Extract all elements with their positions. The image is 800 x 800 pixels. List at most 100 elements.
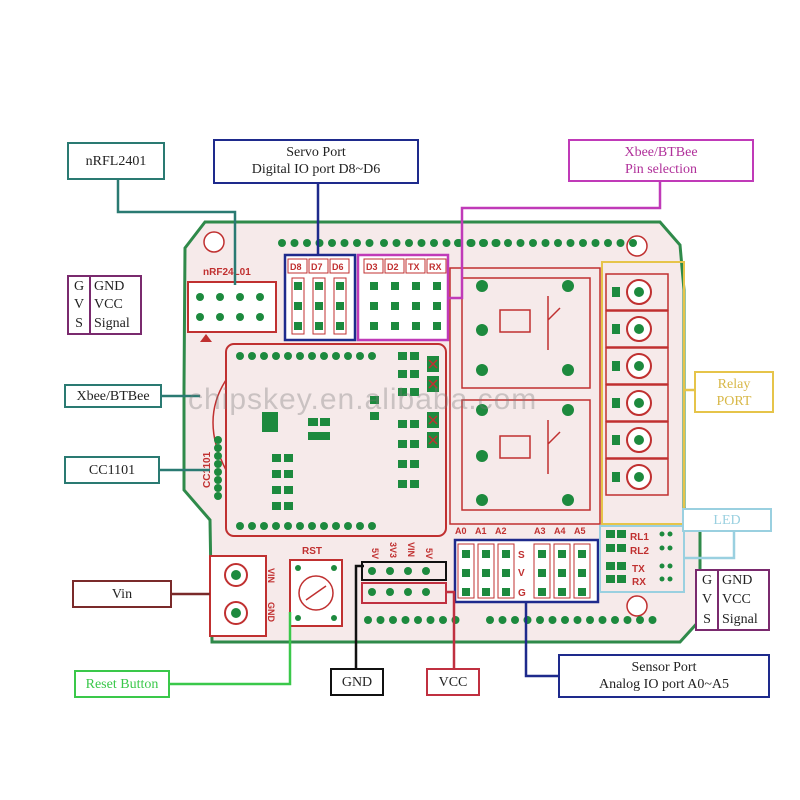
header-pin — [380, 239, 388, 247]
sensor-pin — [462, 550, 470, 558]
led-marker — [428, 435, 438, 445]
led-area-pad — [606, 530, 615, 538]
callout-nrfl2401-text: nRFL2401 — [85, 154, 147, 169]
silk-5v: 5V — [370, 548, 380, 559]
header-pin — [303, 239, 311, 247]
xbee-socket-pad — [320, 522, 328, 530]
header-pin — [648, 616, 657, 624]
silk-3v3: 3V3 — [388, 542, 398, 558]
relay-pad — [476, 364, 488, 376]
xbee-selection-pin — [391, 302, 399, 310]
xbee-pin-leader-line — [448, 182, 662, 300]
gvs-left-letter-s: S — [69, 314, 91, 333]
xbee-socket-pad — [236, 522, 244, 530]
reset-leader-line — [170, 612, 292, 686]
silk-d2-box — [384, 258, 405, 274]
xbee-socket-pad — [356, 352, 364, 360]
header-pin — [290, 239, 299, 247]
smd-pad — [410, 420, 419, 428]
top-header-pins — [278, 239, 637, 247]
cc1101-pin — [214, 452, 222, 460]
relay-pad — [476, 494, 488, 506]
relay-pad — [562, 494, 574, 506]
silk-a0: A0 — [455, 526, 467, 536]
header-pin — [417, 239, 426, 247]
xbee-selection-pin — [433, 282, 441, 290]
sensor-pins — [457, 543, 591, 599]
nrf24l01-connector — [187, 281, 277, 333]
cc1101-pin — [214, 436, 222, 444]
xbee-selection-pin — [412, 322, 420, 330]
callout-cc1101-text: CC1101 — [88, 463, 136, 478]
xbee-socket-pad — [272, 352, 280, 360]
callout-xbee-btbee: Xbee/BTBee — [64, 384, 162, 408]
silk-led-rx: RX — [632, 577, 646, 588]
callout-vin: Vin — [72, 580, 172, 608]
silk-gnd: GND — [266, 602, 276, 623]
nrf-pin1-marker — [200, 334, 212, 342]
smd-pad — [398, 352, 407, 360]
xbee-socket-pad — [272, 522, 280, 530]
terminal-cell — [605, 458, 669, 496]
sensor-pin — [462, 588, 470, 596]
callout-xbee-pin-title: Xbee/BTBee — [624, 145, 698, 160]
cc1101-pin — [214, 492, 222, 500]
sensor-strip — [457, 543, 475, 599]
header-pin — [328, 239, 336, 247]
xbee-selection-pin — [391, 282, 399, 290]
callout-reset-text: Reset Button — [85, 677, 159, 692]
callout-relay-title: Relay — [717, 377, 751, 392]
relay-pad — [562, 280, 574, 292]
header-pin — [389, 616, 397, 624]
terminal-cell — [605, 273, 669, 311]
gnd-screw-pad — [231, 608, 241, 618]
header-pin — [353, 239, 361, 247]
header-pin — [401, 616, 410, 624]
nrf-pin — [196, 313, 204, 321]
watermark: chipskey.en.alibaba.com — [188, 383, 538, 416]
terminal-screw-pad — [634, 324, 644, 334]
sensor-pin — [502, 569, 510, 577]
led-area-pad — [617, 544, 626, 552]
callout-sensor-sub: Analog IO port A0~A5 — [598, 677, 730, 692]
silk-d2: D2 — [387, 262, 399, 272]
xbee-socket-pad — [344, 352, 352, 360]
header-pin — [376, 616, 385, 624]
smd-pad — [398, 370, 407, 378]
smd-pad — [284, 502, 293, 510]
callout-reset-button: Reset Button — [74, 670, 170, 698]
callout-relay-sub: PORT — [716, 394, 752, 409]
callout-relay-port: Relay PORT — [694, 371, 774, 413]
callout-xbee-text: Xbee/BTBee — [76, 389, 150, 404]
relay-pad — [476, 404, 488, 416]
smd-pad — [272, 502, 281, 510]
silk-d3: D3 — [366, 262, 378, 272]
nrf-pin — [216, 293, 224, 301]
smd-pad — [410, 460, 419, 468]
cc1101-pin — [214, 468, 222, 476]
silk-rst: RST — [302, 546, 322, 557]
led-marker — [428, 359, 438, 369]
header-pin — [554, 239, 562, 247]
silk-tx: TX — [408, 262, 420, 272]
header-pin — [504, 239, 512, 247]
chip-pad — [320, 418, 330, 426]
sensor-strip — [477, 543, 495, 599]
mount-hole — [626, 595, 648, 617]
relay-switch — [547, 420, 561, 474]
silk-a4: A4 — [554, 526, 566, 536]
servo-label-d8-box — [287, 258, 308, 274]
header-pin — [541, 239, 550, 247]
xbee-socket-top-pads — [236, 352, 376, 360]
power-pin — [404, 588, 412, 596]
relay-pads — [476, 280, 574, 506]
header-pin — [591, 239, 600, 247]
header-pin — [561, 616, 569, 624]
silk-a5: A5 — [574, 526, 586, 536]
gvs-left-name-vcc: VCC — [94, 297, 123, 313]
led-area-pad — [667, 531, 673, 537]
terminal-screw-pad — [634, 287, 644, 297]
header-pin — [405, 239, 413, 247]
power-pin — [386, 588, 394, 596]
